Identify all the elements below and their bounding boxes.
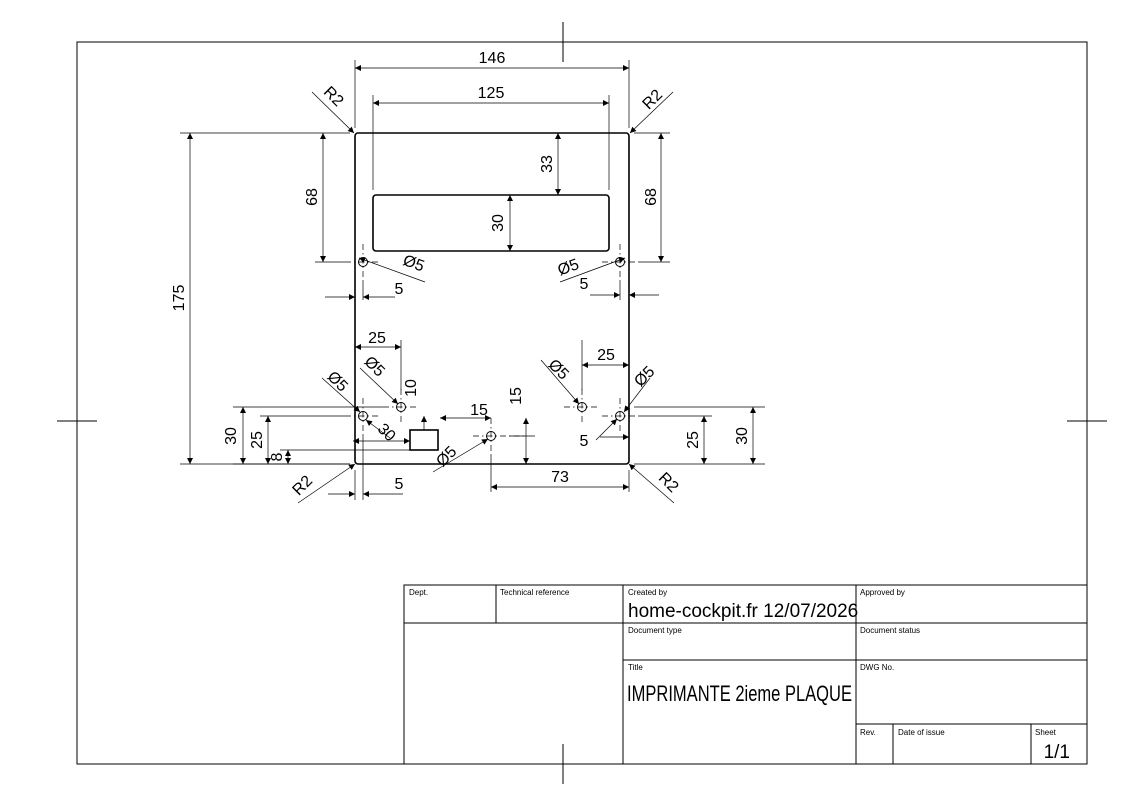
doc-status-label: Document status	[860, 626, 920, 635]
hole-bottom-left-a	[345, 398, 381, 434]
dim-height-overall: 175	[171, 285, 188, 312]
dimension-lines	[187, 65, 756, 497]
rev-label: Rev.	[860, 728, 876, 737]
date-label: Date of issue	[898, 728, 945, 737]
dimension-texts: 146 125 33 30 175 68 68 5 5 Ø5 Ø5 R2 R2 …	[171, 50, 751, 499]
dim-hole-bl-ten: 10	[403, 379, 420, 397]
dim-rect-fifteen: 15	[470, 402, 488, 419]
dim-radius-top-right: R2	[640, 87, 667, 114]
dim-hole-br-offset-x: 25	[597, 347, 615, 364]
approved-by-label: Approved by	[860, 588, 905, 597]
dim-hole-top-right-y: 68	[643, 188, 660, 206]
dim-hole-top-right-dia: Ø5	[556, 256, 582, 279]
dim-width-slot: 125	[478, 85, 505, 102]
dim-mid-fifteen: 15	[508, 387, 525, 405]
hole-bottom-right-b	[602, 398, 638, 434]
dim-radius-top-left: R2	[320, 84, 347, 111]
dim-radius-bottom-left: R2	[290, 473, 317, 500]
dim-hole-bl-offset-x: 25	[368, 330, 386, 347]
dwg-no-label: DWG No.	[860, 663, 894, 672]
dim-bottom-left-five: 5	[395, 476, 404, 493]
hole-bottom-left-b	[383, 389, 419, 425]
dim-hole-top-left-dia: Ø5	[401, 252, 427, 275]
dim-hole-br-dia-b: Ø5	[631, 363, 658, 390]
dim-right-seventythree: 73	[551, 469, 569, 486]
dim-slot-top-offset: 33	[539, 155, 556, 173]
doc-type-label: Document type	[628, 626, 682, 635]
dim-hole-top-left-y: 68	[304, 188, 321, 206]
tech-ref-label: Technical reference	[500, 588, 570, 597]
dept-label: Dept.	[409, 588, 428, 597]
dim-right-thirty: 30	[734, 427, 751, 445]
title-block: Dept. Technical reference Created by hom…	[403, 584, 1088, 765]
dim-slot-height: 30	[490, 214, 507, 232]
plate-outline	[354, 132, 630, 465]
dim-radius-bottom-right: R2	[655, 470, 682, 497]
sheet-label: Sheet	[1035, 728, 1057, 737]
dim-hole-top-left-x: 5	[395, 281, 404, 298]
created-by-label: Created by	[628, 588, 667, 597]
rect-cutout	[409, 429, 439, 451]
leader-lines	[297, 91, 675, 504]
slot	[372, 194, 610, 252]
sheet-value: 1/1	[1044, 742, 1070, 763]
dim-right-five: 5	[580, 433, 589, 450]
dim-width-overall: 146	[479, 50, 506, 67]
hole-bottom-right-a	[564, 389, 600, 425]
dim-hole-top-right-x: 5	[580, 276, 589, 293]
dim-left-thirty: 30	[223, 427, 240, 445]
dim-hole-bl-dia-a: Ø5	[324, 368, 351, 395]
title-label: Title	[628, 663, 643, 672]
dim-hole-br-dia-a: Ø5	[545, 356, 572, 383]
hole-top-right	[602, 244, 638, 280]
dim-hole-bl-thirty: 30	[374, 421, 399, 446]
holes	[345, 244, 638, 454]
dim-left-twentyfive: 25	[249, 431, 266, 449]
title-value: IMPRIMANTE 2ieme PLAQUE	[627, 681, 852, 706]
dim-right-twentyfive: 25	[685, 431, 702, 449]
hole-top-left	[345, 244, 381, 280]
dim-left-eight: 8	[269, 452, 286, 461]
created-by-value: home-cockpit.fr 12/07/2026	[628, 601, 858, 622]
dim-hole-bl-dia-b: Ø5	[361, 353, 388, 380]
